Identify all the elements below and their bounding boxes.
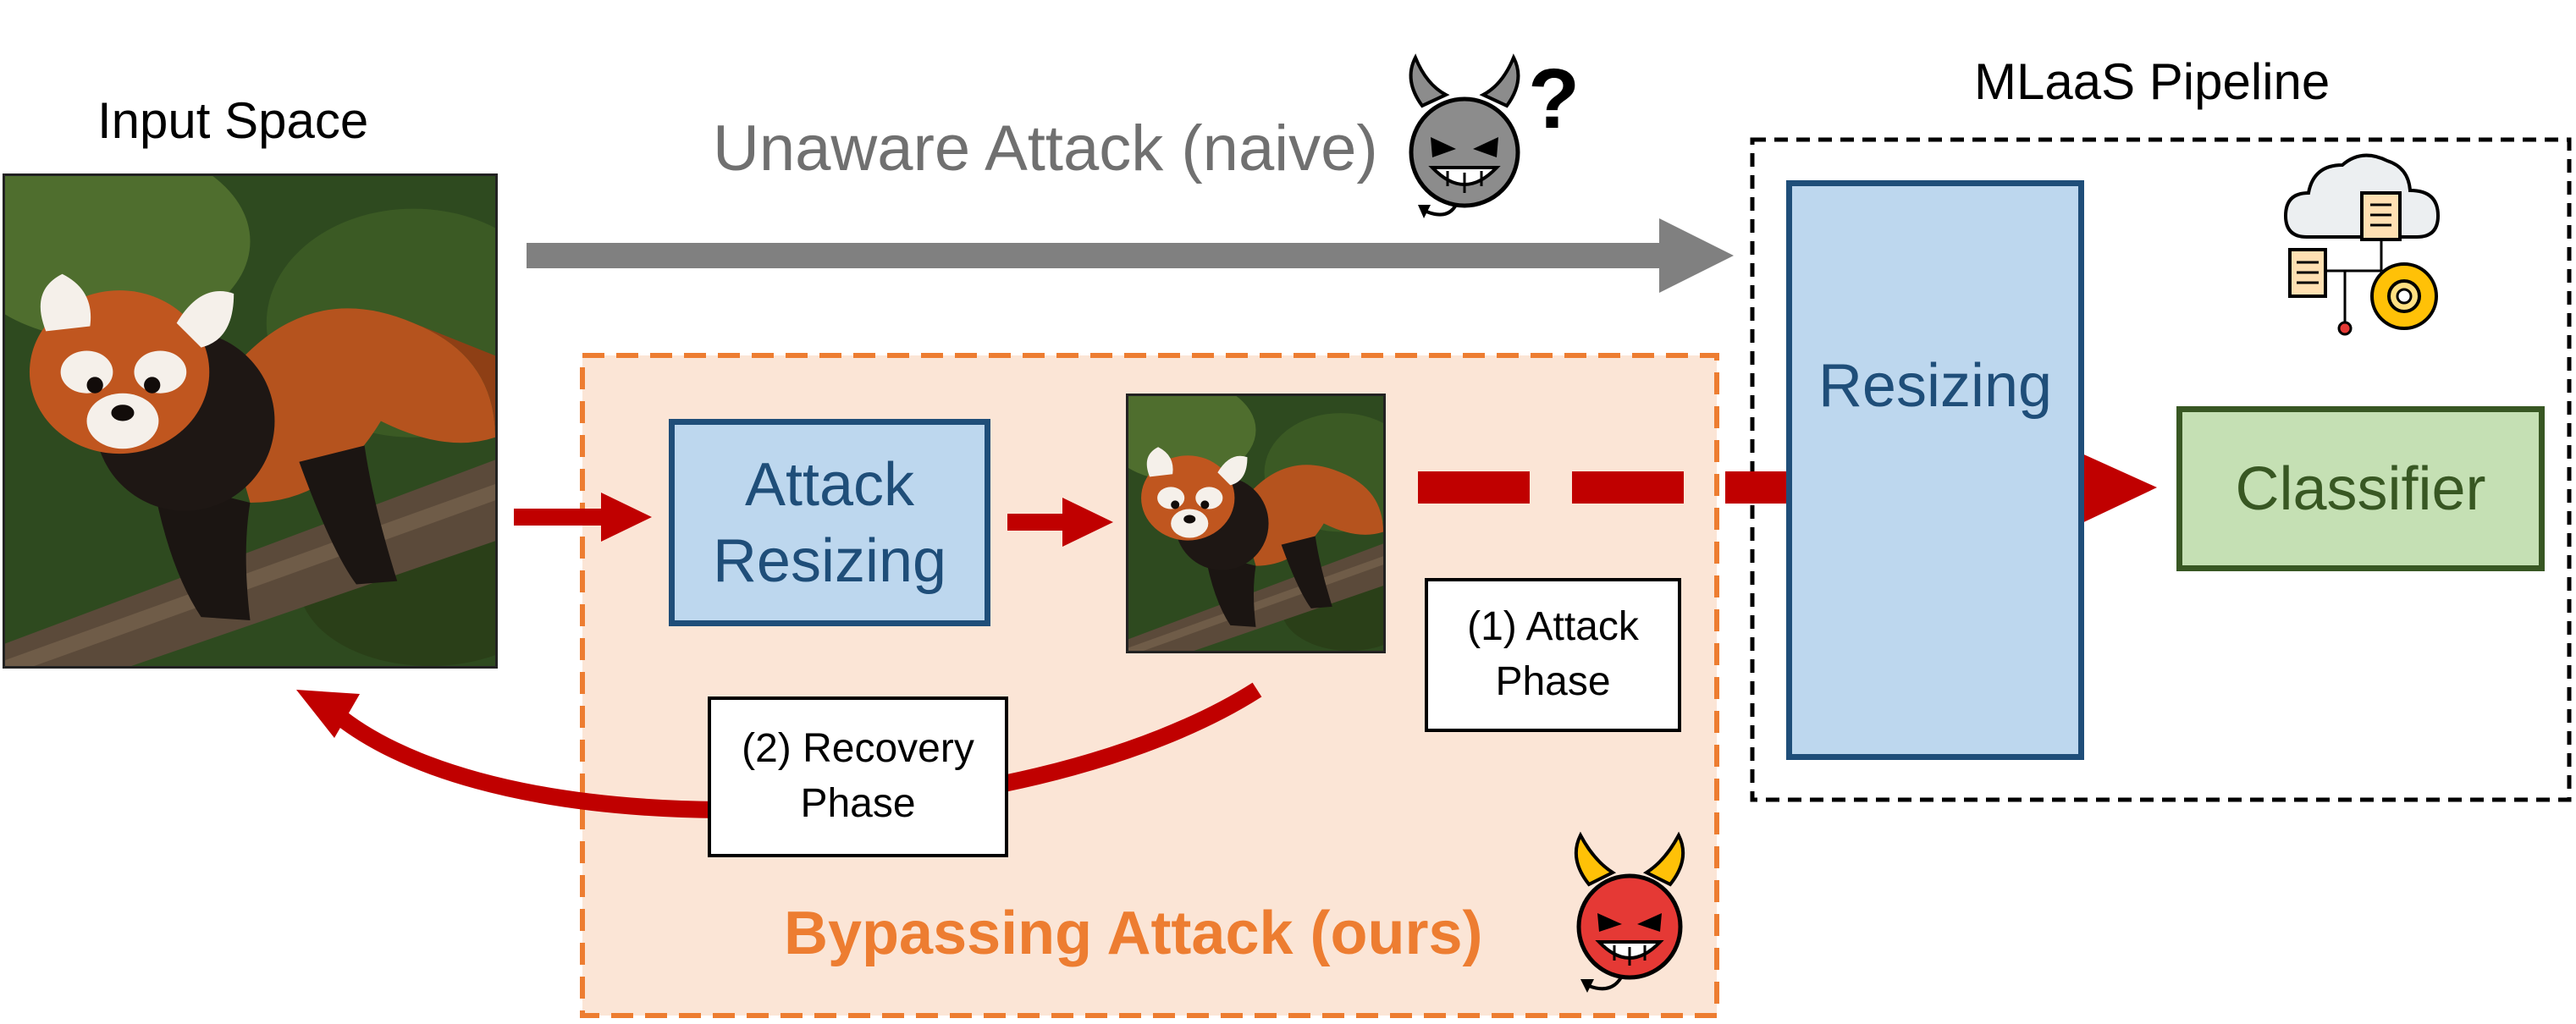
classifier-box: Classifier [2176,406,2545,571]
cloud-document-gear-icon [2283,153,2441,336]
arrow-input-to-attack-resizing [514,493,652,542]
attack-phase-label: (1) Attack Phase [1467,604,1639,704]
attack-image-red-panda [1126,394,1386,653]
input-space-title: Input Space [97,92,369,149]
attack-resizing-box: Attack Resizing [669,419,990,626]
input-image-red-panda [3,173,498,669]
recovery-phase-label: (2) Recovery Phase [742,726,974,826]
classifier-label: Classifier [2235,454,2486,523]
recovery-phase-box: (2) Recovery Phase [708,696,1008,857]
unaware-attack-arrow [527,218,1734,293]
arrow-attack-resizing-to-image [1007,498,1113,547]
resizing-box: Resizing [1786,180,2084,760]
resizing-label: Resizing [1818,352,2053,420]
gray-devil-icon [1409,53,1520,218]
mlaas-pipeline-title: MLaaS Pipeline [1974,53,2331,110]
bypassing-attack-label: Bypassing Attack (ours) [784,900,1483,967]
question-mark: ? [1528,52,1580,146]
attack-phase-box: (1) Attack Phase [1425,578,1681,732]
attack-resizing-label: Attack Resizing [712,450,947,595]
mlaas-pipeline-region [1750,137,2572,802]
unaware-attack-label: Unaware Attack (naive) [713,113,1378,184]
red-devil-icon [1574,831,1685,993]
